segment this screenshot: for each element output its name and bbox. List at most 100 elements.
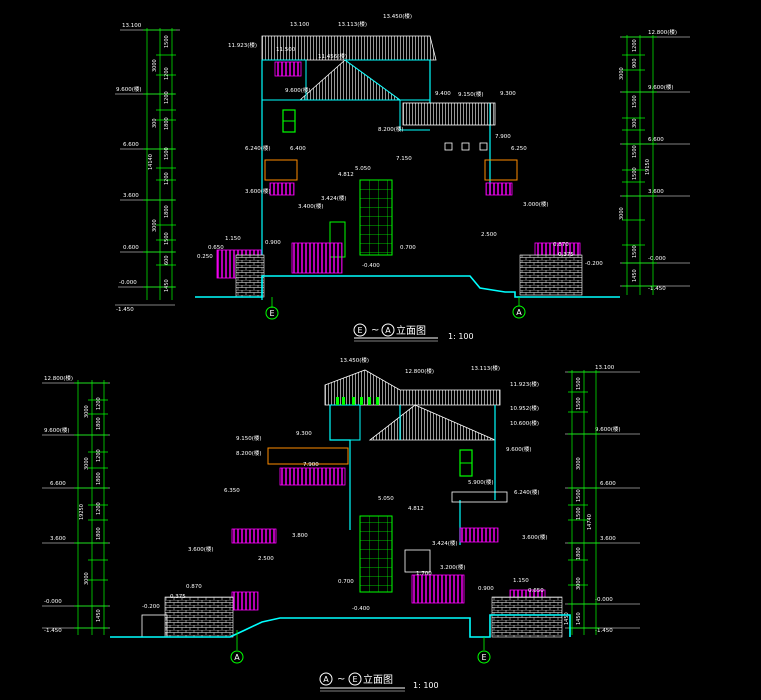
dim: 1500 — [576, 507, 582, 520]
annotation: 3.600(楼) — [245, 187, 271, 195]
railing — [231, 591, 259, 611]
annotation: 8.200(楼) — [236, 449, 262, 457]
level-label: -1.450 — [595, 628, 613, 634]
annotation: 6.240(楼) — [245, 144, 271, 152]
annotation: -0.200 — [142, 604, 160, 610]
roof-gable — [298, 59, 402, 101]
annotation: -0.200 — [585, 261, 603, 267]
annotation: 2.500 — [258, 556, 274, 562]
annotation: 3.000(楼) — [523, 200, 549, 208]
top-title: E ~ A 立面图 1: 100 — [353, 323, 474, 342]
axis-label: E — [481, 653, 486, 662]
bottom-elevation-annotations: 13.450(楼) 13.113(楼) 12.800(楼) 11.923(楼) … — [142, 356, 548, 612]
level-label: -1.450 — [116, 307, 134, 313]
brick-base — [164, 596, 234, 638]
level-label: -1.450 — [648, 286, 666, 292]
balcony-railing — [231, 528, 277, 544]
dim: 300 — [632, 118, 638, 128]
annotation: 12.800(楼) — [405, 367, 434, 375]
dim: 3000 — [576, 577, 582, 590]
title-text: 立面图 — [363, 673, 393, 686]
annotation: 13.450(楼) — [383, 12, 412, 20]
dim: 900 — [632, 58, 638, 68]
level-label: 9.600(楼) — [648, 83, 674, 91]
level-label: 3.600 — [50, 536, 66, 542]
level-label: 3.600 — [123, 193, 139, 199]
annotation: 11.923(楼) — [228, 41, 257, 49]
top-left-dimension-chain — [143, 28, 176, 300]
annotation: 9.600(楼) — [285, 86, 311, 94]
dim: 1200 — [96, 502, 102, 515]
dim: 3000 — [619, 207, 625, 220]
dim: 600 — [164, 255, 170, 265]
dim: 1200 — [96, 449, 102, 462]
dim: 19150 — [645, 159, 651, 175]
annotation: 0.900 — [478, 586, 494, 592]
ground-line — [110, 614, 571, 638]
glass-curtain-wall — [359, 515, 393, 593]
dim: 1500 — [164, 147, 170, 160]
annotation: 6.400 — [290, 146, 306, 152]
annotation: 7.900 — [495, 134, 511, 140]
level-label: 6.600 — [123, 142, 139, 148]
annotation: 5.050 — [378, 496, 394, 502]
dim: 1800 — [576, 547, 582, 560]
level-label: 6.600 — [648, 137, 664, 143]
dim: 1500 — [576, 397, 582, 410]
balcony-railing — [274, 61, 302, 77]
dim: 1500 — [576, 377, 582, 390]
title-axis: E — [357, 326, 362, 335]
annotation: 6.250 — [511, 146, 527, 152]
level-label: -0.000 — [648, 256, 666, 262]
annotation: 6.240(楼) — [514, 488, 540, 496]
annotation: 11.456(楼) — [318, 52, 347, 60]
dim: 1450 — [576, 612, 582, 625]
annotation: 4.812 — [408, 506, 424, 512]
bottom-axis-marker-left: A — [230, 630, 244, 664]
annotation: 4.812 — [338, 172, 354, 178]
level-label: 0.600 — [123, 245, 139, 251]
pergola — [264, 159, 298, 181]
bottom-building — [110, 369, 571, 638]
title-text: 立面图 — [396, 324, 426, 337]
title-axis: E — [352, 675, 357, 684]
title-sep: ~ — [337, 674, 345, 685]
dim: 1200 — [164, 172, 170, 185]
dim: 3000 — [84, 457, 90, 470]
ground-line — [195, 275, 620, 298]
roof — [324, 369, 501, 406]
level-label: 6.600 — [50, 481, 66, 487]
dim: 1500 — [576, 489, 582, 502]
annotation: 3.800 — [292, 533, 308, 539]
bottom-title: A ~ E 立面图 1: 100 — [319, 672, 439, 692]
annotation: 3.400(楼) — [298, 202, 324, 210]
dim: 1500 — [164, 232, 170, 245]
top-right-dimension-chain — [622, 35, 657, 295]
dim: 3000 — [84, 405, 90, 418]
dim: 1200 — [632, 39, 638, 52]
annotation: 0.375 — [170, 594, 186, 600]
balcony-railing — [459, 527, 499, 543]
level-label: 9.600(楼) — [116, 85, 142, 93]
annotation: 9.300 — [296, 431, 312, 437]
top-axis-marker-left: E — [265, 297, 279, 320]
annotation: 0.870 — [186, 584, 202, 590]
annotation: 3.600(楼) — [522, 533, 548, 541]
annotation: 8.200(楼) — [378, 125, 404, 133]
roof — [261, 35, 437, 61]
annotation: 0.375 — [558, 252, 574, 258]
dim: 1450 — [164, 279, 170, 292]
annotation: 0.650 — [208, 245, 224, 251]
dim: 3000 — [84, 572, 90, 585]
bottom-left-dim-labels: 3000 1200 1800 3000 1200 1800 1200 1800 … — [84, 397, 102, 622]
axis-label: A — [234, 653, 240, 662]
level-label: 9.600(楼) — [595, 425, 621, 433]
title-axis: A — [385, 326, 391, 335]
level-label: -0.000 — [44, 599, 62, 605]
annotation: -0.400 — [362, 263, 380, 269]
annotation: 0.900 — [265, 240, 281, 246]
level-label: 3.600 — [600, 536, 616, 542]
annotation: 13.100 — [290, 22, 310, 28]
annotation: 13.113(楼) — [471, 364, 500, 372]
